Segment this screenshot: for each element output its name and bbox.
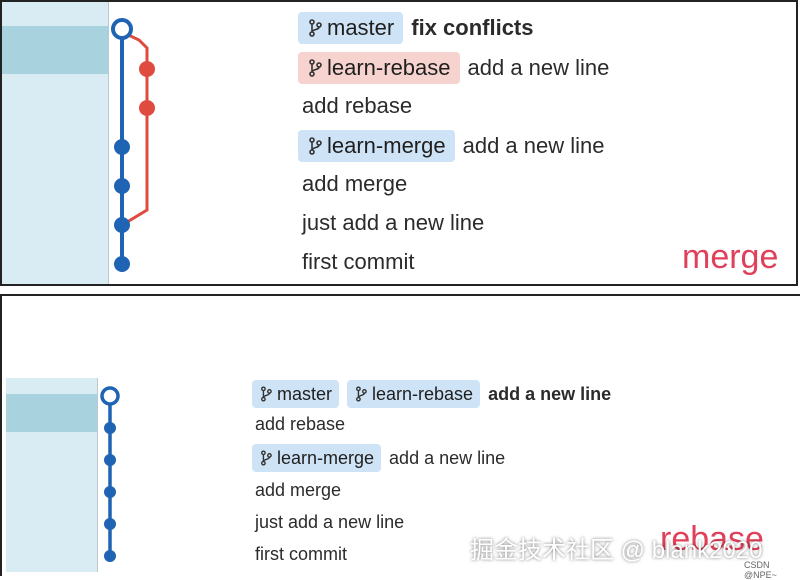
commit-message: just add a new line <box>255 511 405 532</box>
commit-graph <box>100 386 120 562</box>
csdn-watermark: CSDN @NPE~ <box>744 560 777 580</box>
rebase-graph-panel: master learn-rebase add a new line add r… <box>0 294 800 576</box>
sidebar <box>2 2 109 284</box>
commit-node[interactable] <box>114 178 130 194</box>
branch-label: learn-rebase <box>372 383 474 404</box>
commit-node[interactable] <box>139 100 155 116</box>
commit-row[interactable]: learn-rebase add a new line <box>298 52 609 84</box>
commit-message: add a new line <box>462 133 605 158</box>
commit-message: just add a new line <box>302 210 485 235</box>
commit-message: add rebase <box>255 413 346 434</box>
commit-row[interactable]: master fix conflicts <box>298 12 534 44</box>
commit-message: add a new line <box>467 55 610 80</box>
commit-row[interactable]: master learn-rebase add a new line <box>252 380 611 408</box>
branch-badge-learn-merge[interactable]: learn-merge <box>252 444 382 472</box>
commit-row[interactable]: learn-merge add a new line <box>252 444 505 472</box>
sidebar-selected-item[interactable] <box>2 26 108 74</box>
watermark: 掘金技术社区 @ blank2020 <box>470 537 763 564</box>
branch-label: learn-merge <box>277 447 375 468</box>
merge-graph-panel: master fix conflicts learn-rebase add a … <box>0 0 798 286</box>
branch-badge-learn-rebase[interactable]: learn-rebase <box>347 380 481 408</box>
commit-row[interactable]: learn-merge add a new line <box>298 130 605 162</box>
branch-label: master <box>327 15 395 40</box>
branch-icon <box>308 19 322 37</box>
branch-icon <box>308 59 322 77</box>
commit-message: first commit <box>302 249 415 274</box>
branch-label: master <box>277 383 333 404</box>
commit-message: first commit <box>255 543 347 564</box>
commit-node[interactable] <box>114 139 130 155</box>
commit-row[interactable]: just add a new line <box>302 207 484 239</box>
branch-badge-learn-merge[interactable]: learn-merge <box>298 130 455 162</box>
sidebar <box>6 378 98 572</box>
branch-badge-master[interactable]: master <box>298 12 404 44</box>
branch-label: learn-merge <box>327 133 446 158</box>
commit-node-head[interactable] <box>111 18 133 40</box>
commit-message: fix conflicts <box>411 15 534 40</box>
branch-icon <box>355 386 367 402</box>
commit-row[interactable]: add merge <box>255 476 341 504</box>
commit-row[interactable]: add rebase <box>302 90 412 122</box>
commit-node[interactable] <box>104 486 116 498</box>
merge-caption: merge <box>682 238 779 276</box>
commit-node[interactable] <box>104 518 116 530</box>
sidebar-selected-item[interactable] <box>6 394 97 432</box>
commit-node-head[interactable] <box>100 386 120 406</box>
commit-row[interactable]: add merge <box>302 168 407 200</box>
rebase-caption: rebase <box>660 520 764 558</box>
branch-icon <box>260 450 272 466</box>
rebase-branch-line <box>121 30 149 226</box>
branch-badge-master[interactable]: master <box>252 380 340 408</box>
commit-node[interactable] <box>104 550 116 562</box>
commit-message: add merge <box>255 479 342 500</box>
commit-row[interactable]: just add a new line <box>255 508 404 536</box>
commit-message: add a new line <box>389 447 506 468</box>
branch-icon <box>260 386 272 402</box>
commit-row[interactable]: add rebase <box>255 410 345 438</box>
commit-node[interactable] <box>104 454 116 466</box>
commit-node[interactable] <box>139 61 155 77</box>
commit-node[interactable] <box>114 256 130 272</box>
commit-message: add a new line <box>488 383 612 404</box>
branch-label: learn-rebase <box>327 55 451 80</box>
commit-row[interactable]: first commit <box>302 246 414 278</box>
commit-node[interactable] <box>114 217 130 233</box>
branch-icon <box>308 137 322 155</box>
commit-message: add merge <box>302 171 408 196</box>
commit-row[interactable]: first commit <box>255 540 347 568</box>
commit-node[interactable] <box>104 422 116 434</box>
commit-graph <box>111 18 155 272</box>
commit-message: add rebase <box>302 93 413 118</box>
branch-badge-learn-rebase[interactable]: learn-rebase <box>298 52 460 84</box>
